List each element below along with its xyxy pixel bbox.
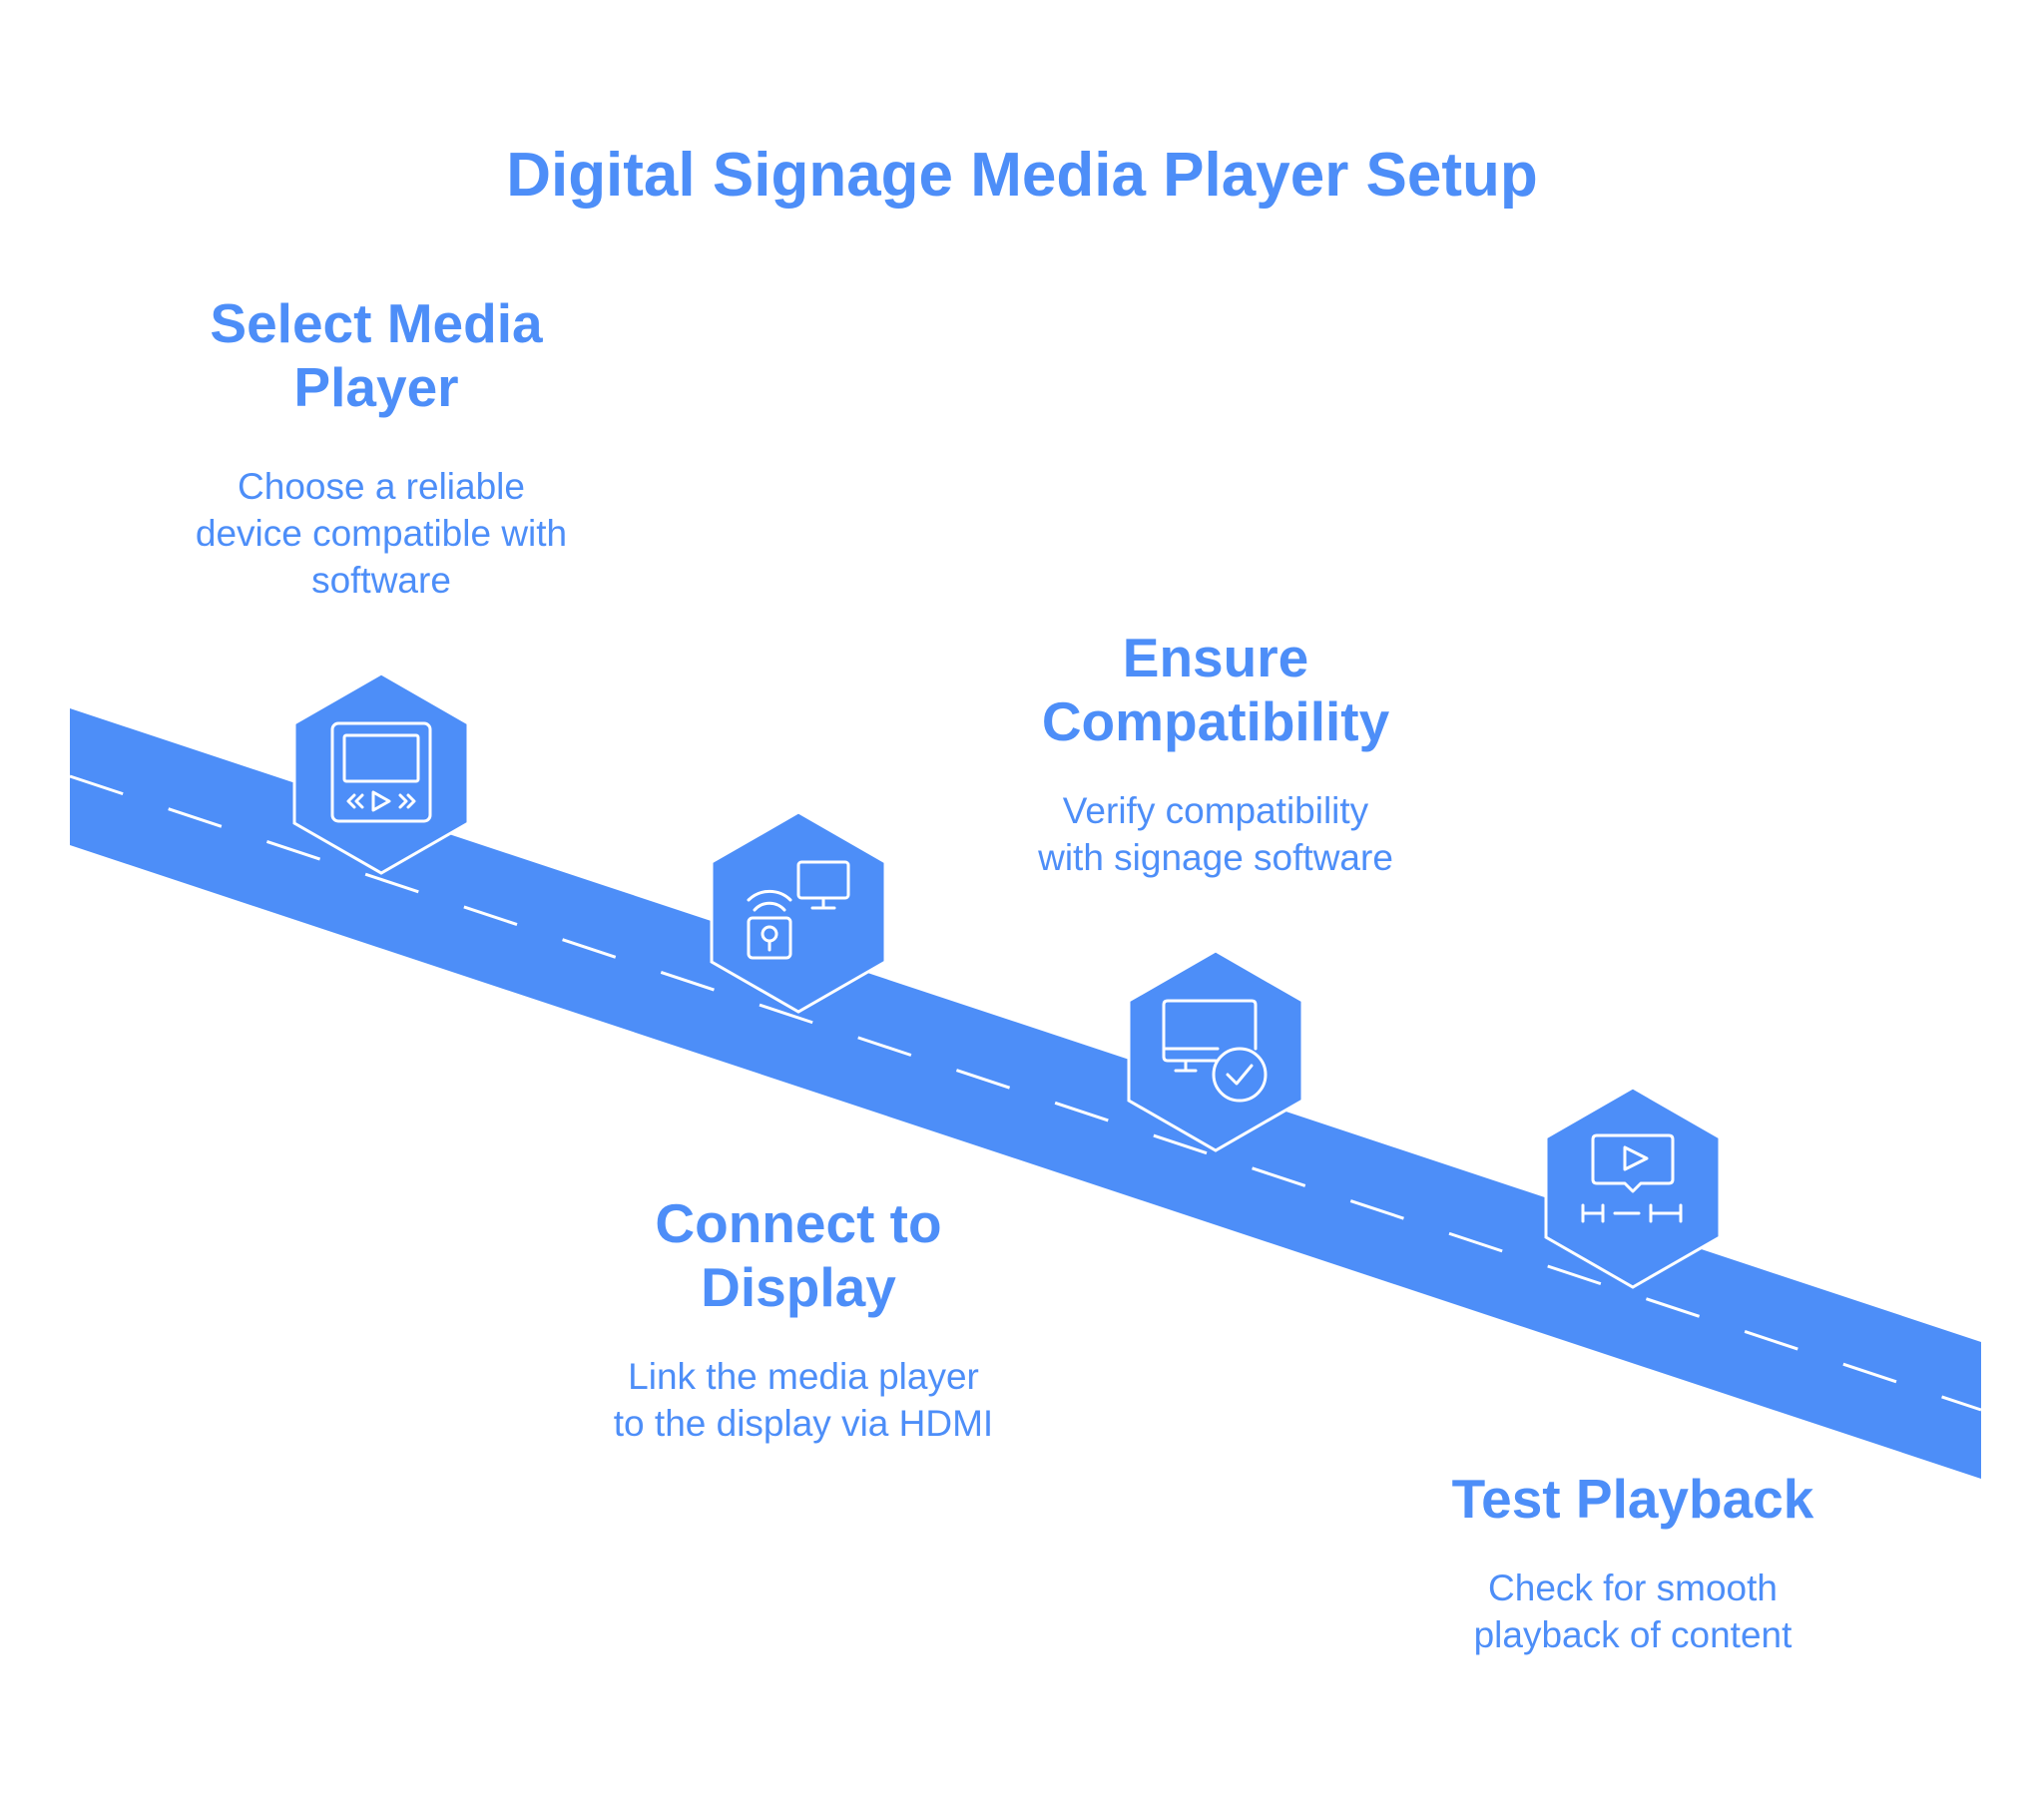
step-4-title: Test Playback: [1451, 1468, 1814, 1530]
video-playback-timeline-icon: [1581, 1133, 1683, 1223]
step-2-title: Connect to Display: [655, 1192, 942, 1318]
step-4-description: Check for smooth playback of content: [1473, 1568, 1792, 1655]
monitor-check-icon: [1162, 999, 1268, 1103]
road-center-dashes: [69, 774, 1982, 1412]
step-3-title: Ensure Compatibility: [1041, 627, 1390, 752]
page-title: Digital Signage Media Player Setup: [506, 141, 1538, 210]
step-2-description: Link the media player to the display via…: [613, 1356, 994, 1444]
step-4-marker: [1544, 1086, 1722, 1289]
step-3-description: Verify compatibility with signage softwa…: [1038, 790, 1393, 878]
step-1-description: Choose a reliable device compatible with…: [195, 466, 568, 601]
wireless-display-connection-icon: [747, 860, 850, 960]
step-1-title: Select Media Player: [210, 292, 543, 418]
road: [70, 708, 1981, 1479]
step-1-marker: [292, 672, 470, 875]
step-2-marker: [710, 810, 887, 1014]
media-player-device-icon: [330, 721, 432, 823]
step-3-marker: [1127, 949, 1304, 1152]
